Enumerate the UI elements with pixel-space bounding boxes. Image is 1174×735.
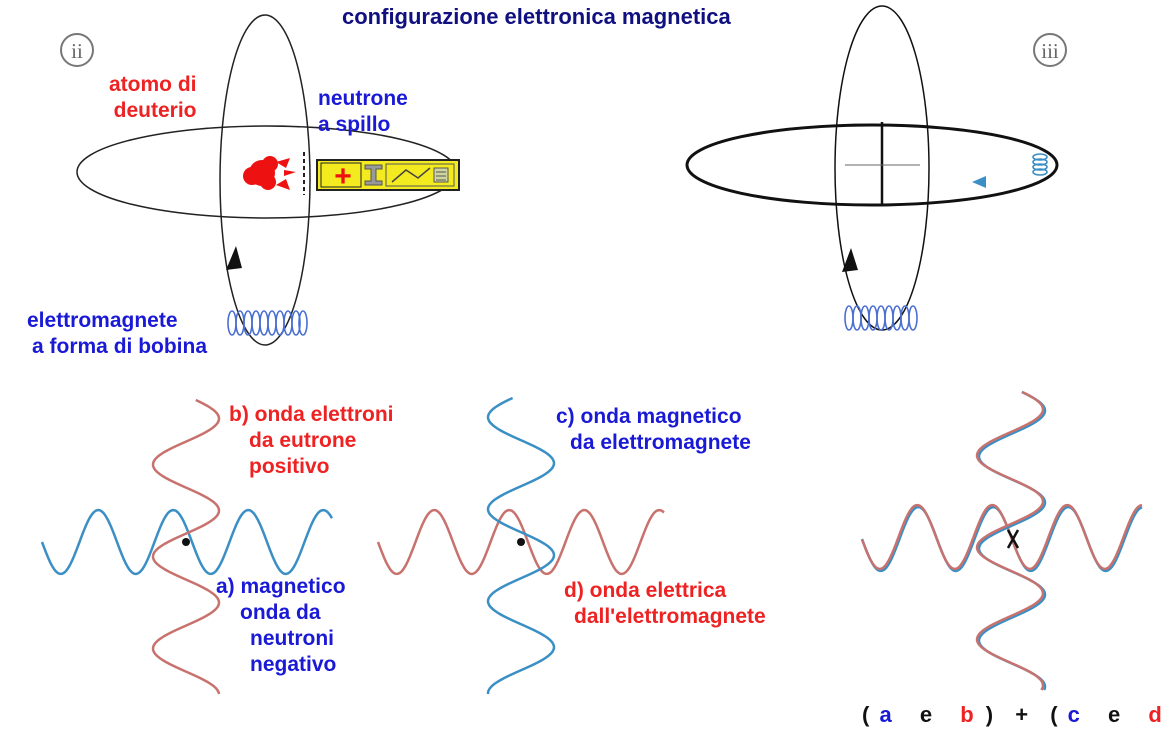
coil-label: elettromagnete a forma di bobina	[27, 308, 207, 360]
wave-c-label: c) onda magnetico da elettromagnete	[556, 404, 751, 456]
atom-label-line-1: atomo di	[109, 73, 197, 96]
wave-a-label-line-2: onda da	[240, 601, 321, 624]
wave-c-label-line-2: da elettromagnete	[570, 431, 751, 454]
wave-d-electric	[376, 508, 665, 576]
pin-neutron-icon	[316, 159, 460, 191]
combination-formula: ( a e b ) + ( c e d )	[862, 702, 1174, 728]
wave-combined-vertical-blue	[977, 390, 1047, 691]
direction-arrow-icon	[842, 248, 858, 272]
wave-d-label: d) onda elettrica dall'elettromagnete	[564, 578, 766, 630]
combined-center-cross	[1006, 529, 1020, 549]
small-coil-icon	[1032, 153, 1048, 176]
formula-d: d	[1148, 702, 1162, 727]
wave-d-label-line-1: d) onda elettrica	[564, 579, 727, 602]
formula-c: c	[1067, 702, 1080, 727]
coil-icon	[227, 310, 308, 336]
plus-symbol: +	[334, 160, 352, 193]
wave-combined-vertical-red	[975, 390, 1045, 691]
formula-open-1: (	[862, 702, 870, 727]
formula-b: b	[960, 702, 974, 727]
wave-a-label-line-4: negativo	[250, 653, 337, 676]
formula-e-2: e	[1108, 702, 1121, 727]
formula-a: a	[879, 702, 892, 727]
wave-b-label-line-3: positivo	[249, 455, 330, 478]
coil-label-line-1: elettromagnete	[27, 309, 178, 332]
small-arrow-icon	[972, 176, 986, 188]
wave-c-label-line-1: c) onda magnetico	[556, 405, 742, 428]
coil-icon	[844, 305, 918, 331]
wave-b-electron	[151, 398, 221, 695]
wave-intersection-point	[517, 538, 525, 546]
neutron-label: neutrone a spillo	[318, 86, 408, 138]
wave-a-label: a) magnetico onda da neutroni negativo	[216, 574, 346, 678]
wave-b-label: b) onda elettroni da eutrone positivo	[229, 402, 394, 480]
wave-a-label-line-1: a) magnetico	[216, 575, 346, 598]
formula-e-1: e	[919, 702, 933, 727]
deuterium-atom-icon	[243, 156, 296, 190]
neutron-label-line-2: a spillo	[318, 113, 391, 136]
formula-plus: +	[1015, 702, 1029, 727]
panel-marker-ii: ii	[60, 33, 94, 67]
atom-label-line-2: deuterio	[113, 99, 197, 122]
diagram-title: configurazione elettronica magnetica	[342, 4, 731, 29]
wave-d-label-line-2: dall'elettromagnete	[574, 605, 766, 628]
orbit-horizontal-iii	[685, 123, 1059, 207]
wave-b-label-line-1: b) onda elettroni	[229, 403, 394, 426]
direction-arrow-icon	[226, 246, 242, 270]
formula-close-1: )	[985, 702, 994, 727]
wave-intersection-point	[182, 538, 190, 546]
wave-b-label-line-2: da eutrone	[249, 429, 357, 452]
neutron-label-line-1: neutrone	[318, 87, 408, 110]
coil-label-line-2: a forma di bobina	[32, 335, 208, 358]
panel-marker-iii: iii	[1033, 33, 1067, 67]
formula-open-2: (	[1050, 702, 1058, 727]
orbit-vertical-ii	[219, 14, 311, 346]
wave-a-label-line-3: neutroni	[250, 627, 334, 650]
wave-a-magnetic	[40, 508, 334, 576]
wave-c-magnetic	[486, 396, 556, 695]
atom-label: atomo di deuterio	[109, 72, 197, 124]
wave-combined-horizontal-red	[860, 503, 1143, 571]
